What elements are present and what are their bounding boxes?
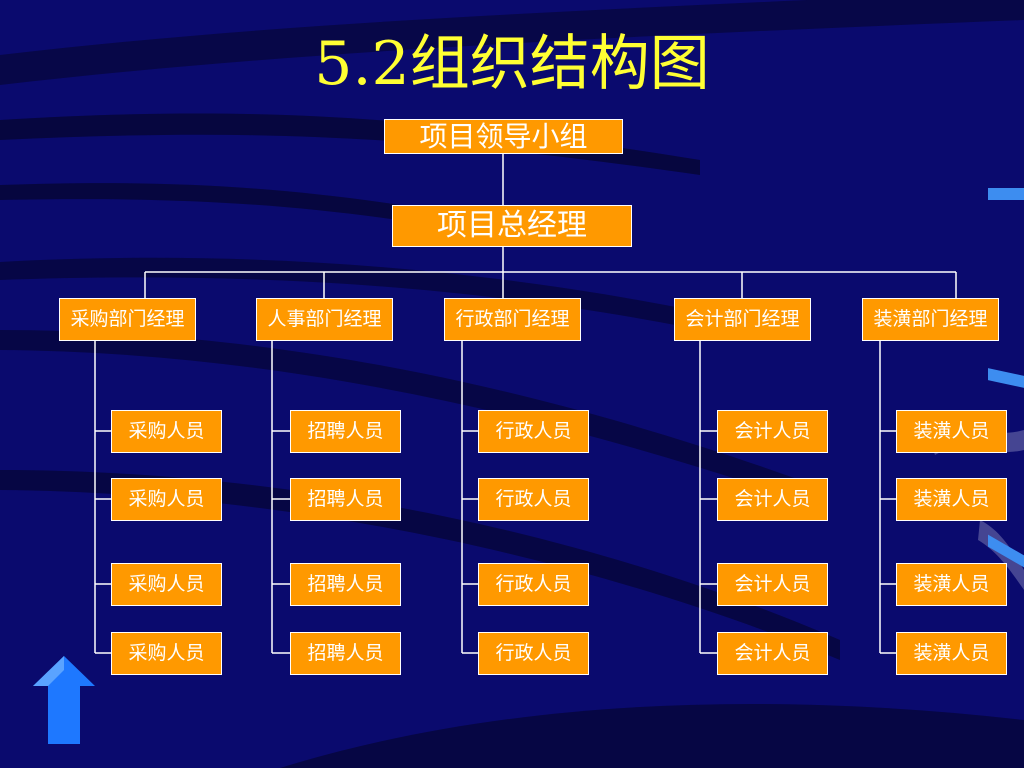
org-node-decoration-manager: 装潢部门经理	[862, 298, 999, 341]
org-node-admin-manager: 行政部门经理	[444, 298, 581, 341]
org-node-accounting-staff: 会计人员	[717, 410, 828, 453]
org-node-recruiting-staff: 招聘人员	[290, 410, 401, 453]
up-arrow-icon[interactable]	[33, 656, 95, 744]
org-node-general-manager: 项目总经理	[392, 205, 632, 247]
org-node-hr-manager: 人事部门经理	[256, 298, 393, 341]
org-node-admin-staff: 行政人员	[478, 410, 589, 453]
org-node-admin-staff: 行政人员	[478, 563, 589, 606]
org-node-admin-staff: 行政人员	[478, 478, 589, 521]
org-node-purchasing-staff: 采购人员	[111, 632, 222, 675]
org-node-recruiting-staff: 招聘人员	[290, 478, 401, 521]
org-node-decoration-staff: 装潢人员	[896, 410, 1007, 453]
org-node-admin-staff: 行政人员	[478, 632, 589, 675]
org-node-accounting-staff: 会计人员	[717, 563, 828, 606]
org-node-decoration-staff: 装潢人员	[896, 563, 1007, 606]
org-node-accounting-staff: 会计人员	[717, 632, 828, 675]
org-node-recruiting-staff: 招聘人员	[290, 632, 401, 675]
org-node-decoration-staff: 装潢人员	[896, 632, 1007, 675]
org-node-recruiting-staff: 招聘人员	[290, 563, 401, 606]
decorative-side-mark	[988, 188, 1024, 200]
org-node-accounting-staff: 会计人员	[717, 478, 828, 521]
org-node-purchasing-staff: 采购人员	[111, 478, 222, 521]
slide-title: 5.2组织结构图	[314, 29, 710, 99]
org-node-purchasing-staff: 采购人员	[111, 563, 222, 606]
org-node-leadership-group: 项目领导小组	[384, 119, 623, 154]
org-node-purchasing-manager: 采购部门经理	[59, 298, 196, 341]
org-node-accounting-manager: 会计部门经理	[674, 298, 811, 341]
org-node-decoration-staff: 装潢人员	[896, 478, 1007, 521]
org-node-purchasing-staff: 采购人员	[111, 410, 222, 453]
